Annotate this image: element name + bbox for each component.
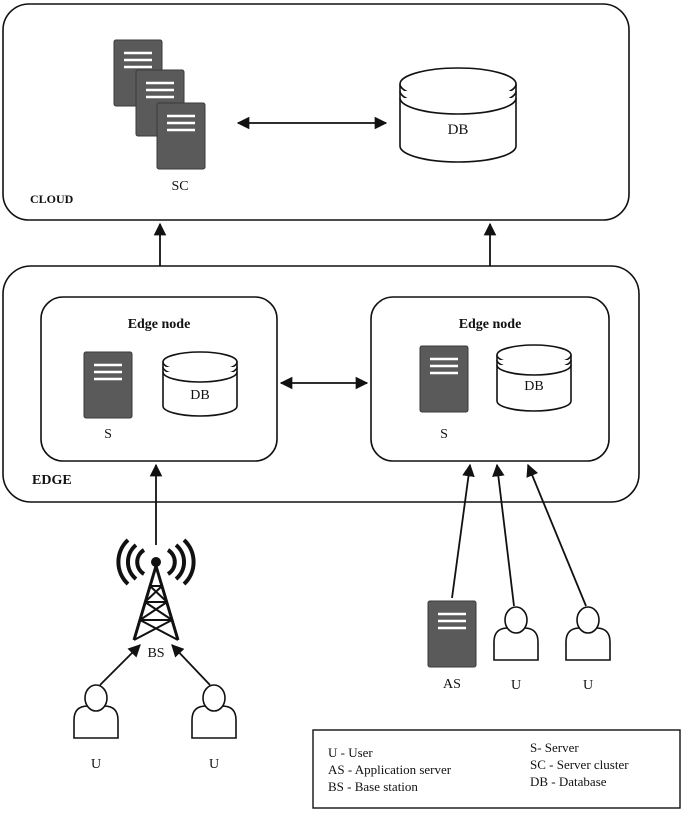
cloud-database-icon bbox=[399, 67, 517, 163]
legend-item: U - User bbox=[328, 745, 373, 760]
legend-item: SC - Server cluster bbox=[530, 757, 629, 772]
user-label: U bbox=[583, 678, 593, 693]
user-label: U bbox=[209, 757, 219, 772]
user-icon bbox=[565, 606, 611, 661]
cloud-box: CLOUD bbox=[2, 3, 630, 221]
edge-database-icon bbox=[162, 351, 238, 417]
application-server-icon bbox=[426, 599, 478, 669]
user-to-bs-arrow-left bbox=[99, 644, 141, 686]
user-to-edge-arrow-2 bbox=[526, 463, 587, 607]
server-icon bbox=[82, 350, 134, 420]
legend-item: DB - Database bbox=[530, 774, 607, 789]
as-to-edge-arrow bbox=[451, 463, 475, 599]
edge-database-icon bbox=[496, 344, 572, 412]
user-to-edge-arrow-1 bbox=[492, 463, 515, 607]
server-icon bbox=[418, 344, 470, 414]
edge-node-title: Edge node bbox=[128, 317, 191, 332]
legend-box: U - User AS - Application server BS - Ba… bbox=[312, 729, 681, 809]
edge-node-title: Edge node bbox=[459, 317, 522, 332]
base-station-label: BS bbox=[147, 646, 164, 661]
user-icon bbox=[73, 684, 119, 739]
base-station-tower-icon bbox=[116, 538, 196, 641]
user-label: U bbox=[511, 678, 521, 693]
user-label: U bbox=[91, 757, 101, 772]
user-icon bbox=[191, 684, 237, 739]
cloud-label: CLOUD bbox=[30, 192, 74, 206]
legend-item: S- Server bbox=[530, 740, 579, 755]
server-cluster-label: SC bbox=[171, 179, 188, 194]
cloud-db-label: DB bbox=[448, 122, 469, 138]
user-to-bs-arrow-right bbox=[171, 644, 211, 686]
edge-node-right: Edge node S DB bbox=[370, 296, 610, 462]
user-icon bbox=[493, 606, 539, 661]
edge-label: EDGE bbox=[32, 473, 72, 488]
legend-item: AS - Application server bbox=[328, 762, 452, 777]
edge-db-label: DB bbox=[190, 388, 209, 403]
server-label: S bbox=[440, 427, 448, 442]
edge-db-label: DB bbox=[524, 379, 543, 394]
legend-item: BS - Base station bbox=[328, 779, 418, 794]
server-label: S bbox=[104, 427, 112, 442]
app-server-label: AS bbox=[443, 677, 461, 692]
edge-node-left: Edge node S DB bbox=[40, 296, 278, 462]
